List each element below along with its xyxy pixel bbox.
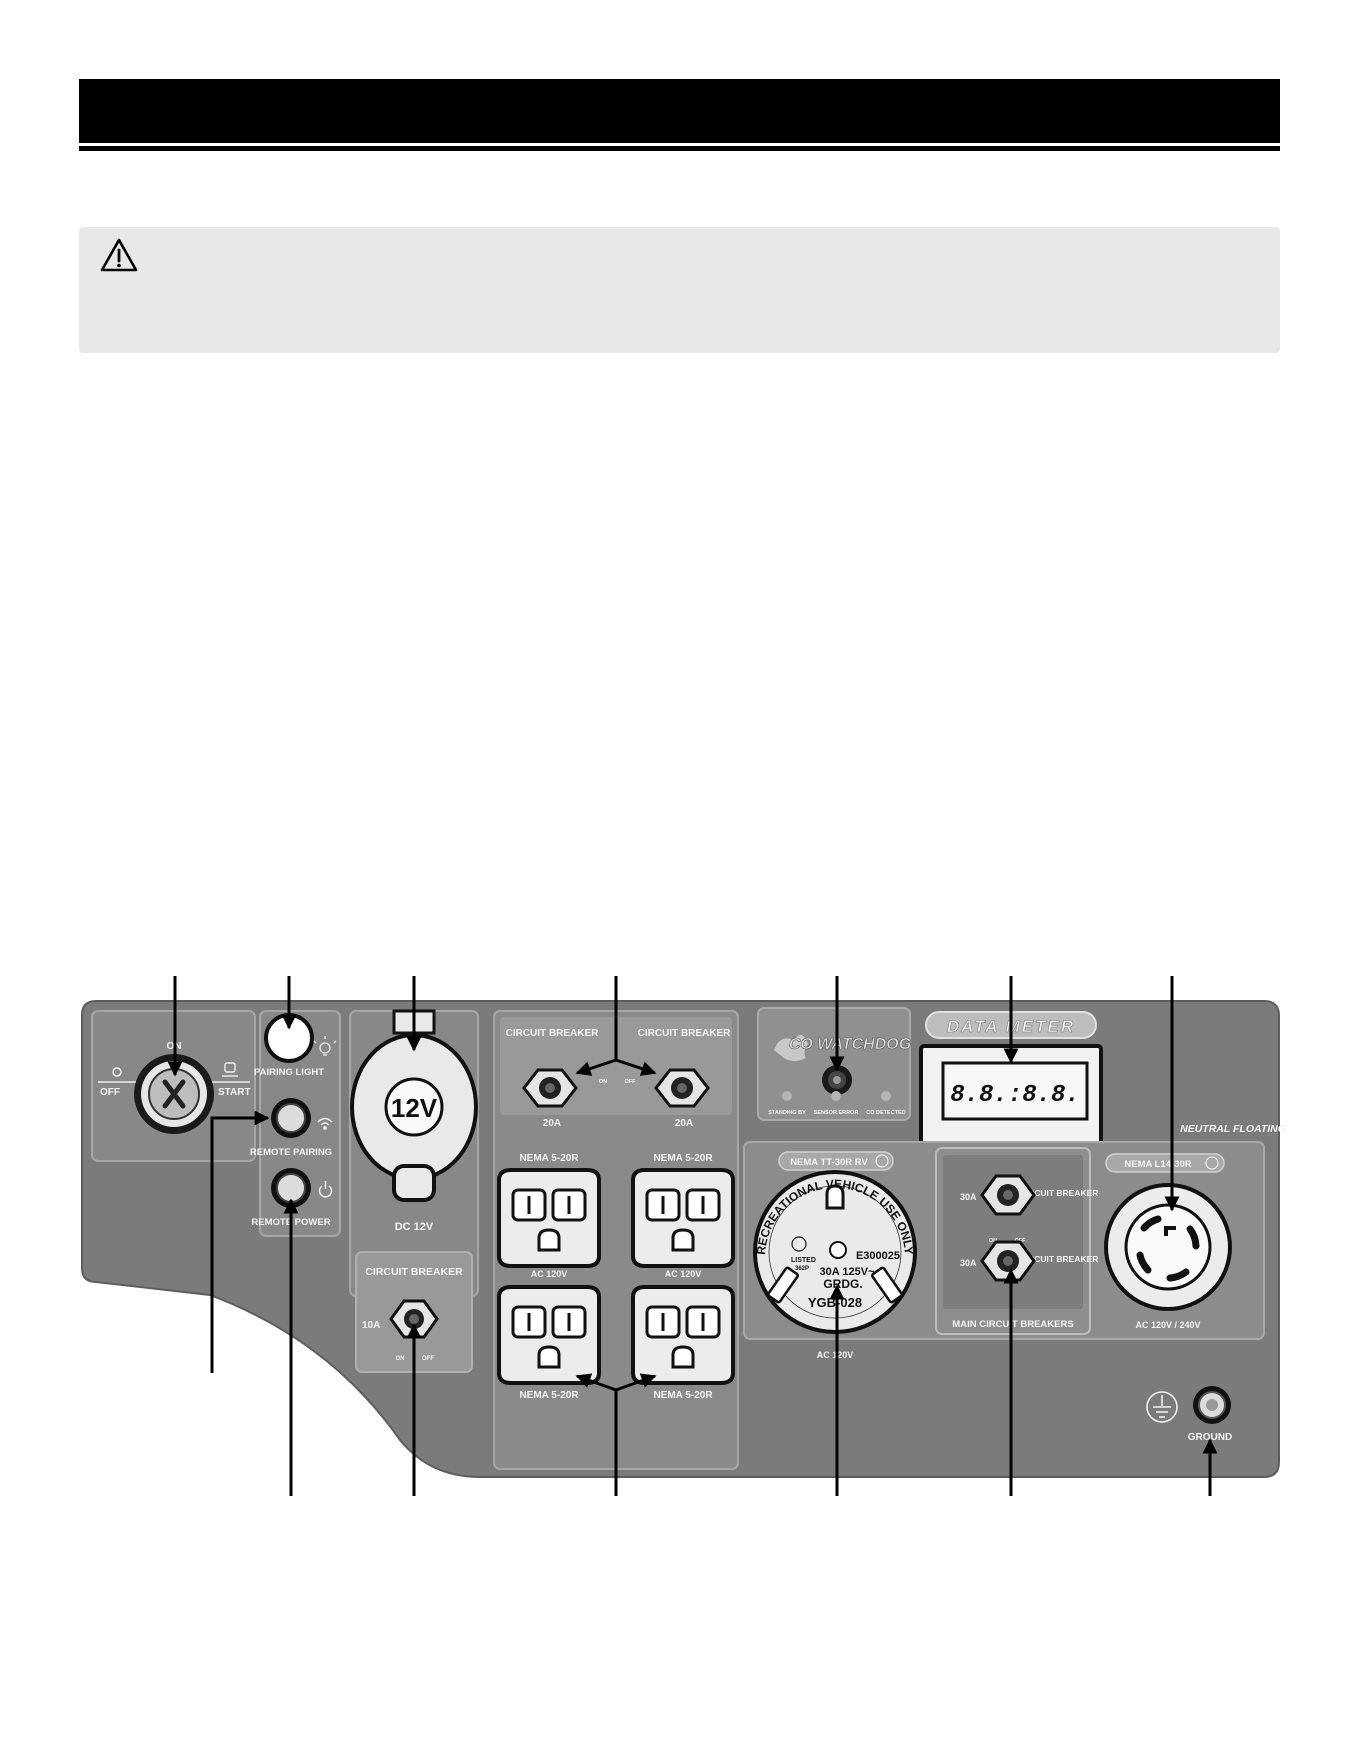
l14-outlet-voltage: AC 120V / 240V (1135, 1320, 1200, 1330)
main-breakers-title: MAIN CIRCUIT BREAKERS (952, 1319, 1073, 1330)
breaker-left-label: CIRCUIT BREAKER (506, 1028, 600, 1039)
outlet-1-voltage: AC 120V (531, 1269, 568, 1279)
nema-5-20r-outlet-4[interactable] (631, 1285, 735, 1385)
nema-5-20r-outlet-2[interactable] (631, 1168, 735, 1268)
rv-file-number: E300025 (856, 1250, 900, 1262)
dc-breaker-on: ON (396, 1356, 405, 1362)
outlet-2-voltage: AC 120V (665, 1269, 702, 1279)
dog-logo-icon (774, 1034, 808, 1061)
l14-30r-section: NEMA L14-30R AC 120V / 240V (1104, 1153, 1232, 1330)
main-circuit-breaker-2-button[interactable] (980, 1240, 1036, 1282)
remote-power-button[interactable] (271, 1168, 311, 1208)
twist-lock-icon (1205, 1156, 1219, 1170)
main-breaker-1-label: CIRCUIT BREAKER (1020, 1188, 1099, 1198)
section-header-bar (79, 79, 1280, 143)
start-engine-icon (222, 1062, 238, 1077)
main-breakers-section: 30A CIRCUIT BREAKER ON OFF 30A CIRCUIT B… (935, 1147, 1099, 1335)
main-breaker-on: ON (989, 1238, 997, 1244)
rv-grdg: GRDG. (823, 1277, 862, 1291)
standing-by-led (782, 1091, 792, 1101)
power-icon (318, 1181, 333, 1198)
outlet-3-type: NEMA 5-20R (519, 1390, 579, 1401)
dc-label: DC 12V (395, 1221, 434, 1233)
nema-tt-30r-outlet[interactable]: RECREATIONAL VEHICLE USE ONLY LISTED 362… (753, 1170, 917, 1334)
nema-5-20r-outlet-1[interactable] (497, 1168, 601, 1268)
warning-triangle-icon (100, 238, 138, 272)
main-circuit-breaker-1-button[interactable] (980, 1174, 1036, 1216)
pairing-light-label: PAIRING LIGHT (254, 1067, 324, 1078)
remote-pairing-label: REMOTE PAIRING (250, 1147, 332, 1158)
outlet-2-type: NEMA 5-20R (653, 1153, 713, 1164)
neutral-floating-label: NEUTRAL FLOATING (1180, 1123, 1286, 1135)
ground-label: GROUND (1188, 1432, 1232, 1443)
breaker-right-label: CIRCUIT BREAKER (638, 1028, 732, 1039)
rv-listed-label: LISTED (791, 1257, 816, 1264)
co-detected-label: CO DETECTED (866, 1110, 905, 1116)
control-panel-diagram: ON OFF START PAIRING LIGHT (81, 976, 1286, 1496)
warning-box (79, 227, 1280, 353)
outlet-breaker-right-button[interactable] (654, 1068, 710, 1108)
rv-rating: 30A 125V~ (820, 1266, 876, 1278)
rv-model: YGB-028 (808, 1295, 862, 1310)
main-breaker-2-label: CIRCUIT BREAKER (1020, 1254, 1099, 1264)
light-bulb-icon (313, 1036, 337, 1056)
nema-5-20r-outlet-3[interactable] (497, 1285, 601, 1385)
co-sensor-port (822, 1065, 852, 1095)
remote-pairing-button[interactable] (271, 1098, 311, 1138)
ignition-off-label: OFF (100, 1087, 120, 1098)
dc-breaker-title: CIRCUIT BREAKER (365, 1266, 463, 1278)
rv-listing-code: 362P (795, 1266, 809, 1272)
main-breaker-1-rating: 30A (960, 1192, 977, 1202)
outlet-breaker-off: OFF (625, 1079, 637, 1085)
standing-by-label: STANDING BY (768, 1110, 806, 1116)
ignition-key-switch[interactable] (134, 1054, 214, 1134)
rv-icon (875, 1154, 889, 1168)
l14-outlet-title: NEMA L14-30R (1124, 1159, 1191, 1170)
key-slot-icon (162, 1079, 186, 1109)
breaker-left-rating: 20A (543, 1118, 561, 1129)
ground-section: GROUND (1146, 1386, 1232, 1443)
ground-symbol-icon (1146, 1391, 1178, 1423)
ignition-start-label: START (218, 1087, 251, 1098)
sensor-error-led (831, 1091, 841, 1101)
co-detected-led (881, 1091, 891, 1101)
outlet-4-type: NEMA 5-20R (653, 1390, 713, 1401)
remote-section: PAIRING LIGHT REMOTE PAIRING REMOTE POWE… (250, 1010, 341, 1237)
off-symbol-icon (112, 1067, 122, 1077)
dc-breaker-rating: 10A (362, 1320, 380, 1331)
co-sensor-section: CO WATCHDOG STANDING BY SENSOR ERROR CO … (757, 1007, 911, 1121)
nema-l14-30r-outlet[interactable] (1104, 1183, 1232, 1311)
dc-socket-label: 12V (391, 1093, 438, 1123)
outlet-breaker-on: ON (599, 1079, 607, 1085)
ac-outlets-section: CIRCUIT BREAKER CIRCUIT BREAKER ON OFF 2… (493, 1010, 739, 1470)
dc-breaker-off: OFF (422, 1356, 434, 1362)
ground-terminal[interactable] (1193, 1386, 1231, 1424)
co-brand-label: CO WATCHDOG (789, 1036, 911, 1053)
dc-breaker-section: CIRCUIT BREAKER 10A ON OFF (355, 1251, 473, 1373)
breaker-right-rating: 20A (675, 1118, 693, 1129)
sensor-error-label: SENSOR ERROR (814, 1110, 859, 1116)
rv-outlet-title: NEMA TT-30R RV (790, 1157, 868, 1168)
outlet-breaker-left-button[interactable] (522, 1068, 578, 1108)
ignition-section: ON OFF START (91, 1010, 256, 1162)
data-meter-display: 8.8.:8.8. (950, 1082, 1080, 1109)
rv-outlet-voltage: AC 120V (817, 1350, 854, 1360)
section-header-rule (79, 146, 1280, 151)
callout-lines (167, 976, 1218, 1496)
outlet-1-type: NEMA 5-20R (519, 1153, 579, 1164)
main-breaker-2-rating: 30A (960, 1258, 977, 1268)
wifi-icon (317, 1117, 333, 1130)
ul-mark-icon (791, 1236, 807, 1252)
